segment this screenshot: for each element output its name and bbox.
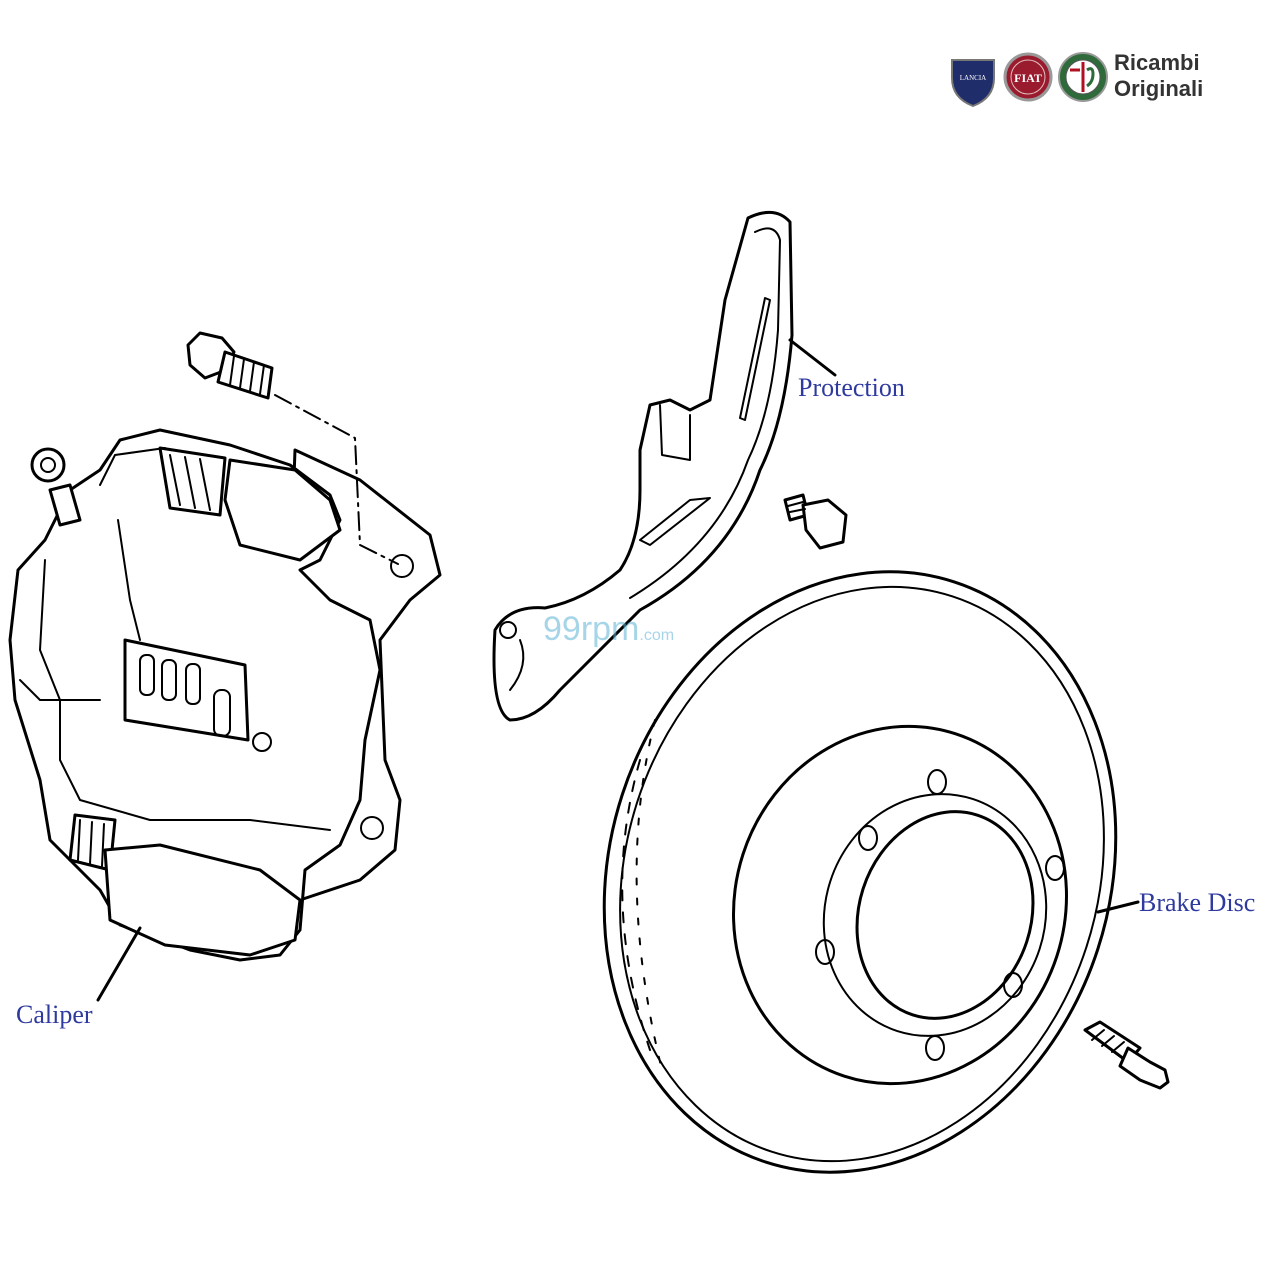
brand-logos: LANCIA FIAT Ricambi Originali — [951, 50, 1203, 108]
lancia-logo: LANCIA — [951, 59, 995, 108]
alfa-romeo-logo — [1058, 52, 1108, 102]
caliper-label: Caliper — [16, 1000, 93, 1029]
brake-disc — [602, 570, 1118, 1174]
caliper-leader-line — [96, 926, 142, 1002]
protection-bolt — [783, 493, 848, 550]
brand-text-line1: Ricambi — [1114, 50, 1200, 75]
bleed-nipple — [30, 447, 82, 527]
protection-shield — [492, 210, 794, 722]
svg-text:FIAT: FIAT — [1014, 71, 1042, 85]
watermark-text: 99rpm.com — [543, 610, 674, 648]
brand-text-line2: Originali — [1114, 76, 1203, 101]
caliper-bolt — [186, 331, 274, 400]
brake-disc-leader-line — [1096, 900, 1140, 914]
disc-screw — [1083, 1020, 1170, 1090]
assembly-line — [274, 394, 399, 565]
caliper-spring — [158, 446, 227, 517]
protection-leader-line — [788, 338, 837, 377]
caliper — [8, 428, 442, 962]
svg-text:LANCIA: LANCIA — [960, 74, 986, 82]
disc-bolt-holes — [815, 769, 1065, 1061]
protection-label: Protection — [798, 373, 905, 402]
fiat-logo: FIAT — [1003, 52, 1053, 102]
brake-disc-label: Brake Disc — [1139, 888, 1255, 917]
